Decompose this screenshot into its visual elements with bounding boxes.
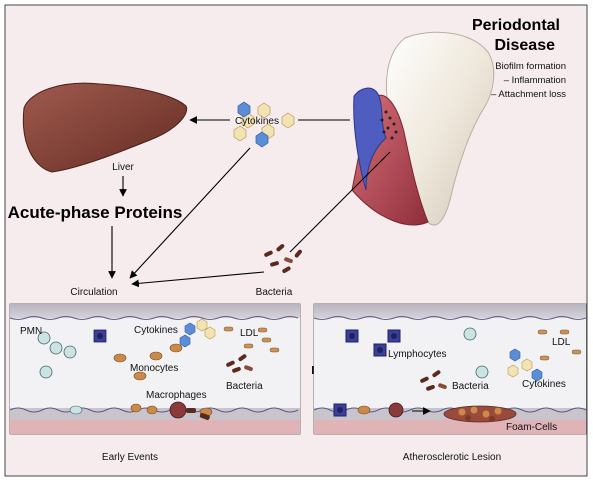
- bacteria-top-label: Bacteria: [256, 287, 293, 298]
- biofilm-icon: [380, 110, 398, 140]
- cytokine-hex: [237, 101, 251, 118]
- lesion-pmn-cell: [463, 327, 477, 341]
- lesion-caption: Atherosclerotic Lesion: [403, 452, 501, 463]
- early-vessel-lumen: [10, 318, 300, 408]
- lesion-ldl-label: LDL: [552, 337, 571, 348]
- title-line1: Periodontal: [472, 17, 560, 34]
- title-line2: Disease: [495, 37, 556, 54]
- cytokine-hex: [255, 131, 269, 148]
- early-events-panel: PMN Monocytes Cytokines LDL: [9, 303, 301, 435]
- lymphocytes-label: Lymphocytes: [388, 349, 447, 360]
- arrow-cytokines-to-circulation: [129, 147, 251, 279]
- macrophages-label: Macrophages: [146, 390, 207, 401]
- bone-icon: [353, 87, 387, 191]
- cytokines-cluster-top: Cytokines: [233, 101, 295, 148]
- foam-cells-label: Foam-Cells: [506, 422, 557, 433]
- bacterium: [282, 266, 291, 273]
- cytokines-top-label: Cytokines: [235, 116, 279, 127]
- lesion-vessel-intima: [314, 420, 586, 434]
- liver-icon: [22, 82, 188, 173]
- early-cytokines-hex: [179, 318, 216, 348]
- arrow-tooth-to-bacteria: [289, 151, 391, 253]
- pmn-label: PMN: [20, 326, 42, 337]
- monocyte-cells: [113, 343, 183, 381]
- lesion-panel: Lymphocytes LDL Cytokines Bacteria: [313, 303, 587, 435]
- lesion-bacteria-cluster: [420, 370, 447, 391]
- monocytes-label: Monocytes: [130, 363, 178, 374]
- lesion-cytokines-hex: [507, 348, 543, 382]
- tooth-illustration: [351, 31, 495, 226]
- lesion-pmn-cell: [475, 365, 489, 379]
- lymphocyte-nucleus: [97, 333, 103, 339]
- liver-label: Liver: [112, 162, 134, 173]
- lymphocyte-cells: [333, 329, 401, 417]
- early-bacteria-label: Bacteria: [226, 381, 263, 392]
- cytokine-hex: [233, 125, 247, 142]
- bacterium: [264, 250, 273, 257]
- lesion-vessel-wall-top: [314, 304, 586, 318]
- lesion-top-wave: [313, 316, 587, 320]
- early-cytokines-label: Cytokines: [134, 325, 178, 336]
- pmn-cells: [37, 331, 77, 379]
- early-vessel-intima: [10, 420, 300, 434]
- bacterium: [276, 244, 285, 252]
- bacteria-cluster-top: [264, 244, 302, 273]
- foam-cells-plaque: [443, 405, 517, 423]
- macrophage-cells: [69, 401, 213, 420]
- acute-phase-label: Acute-phase Proteins: [8, 203, 183, 222]
- lesion-macrophage: [388, 402, 404, 418]
- lesion-monocyte: [357, 405, 371, 415]
- early-vessel-wall-top: [10, 304, 300, 318]
- bacterium: [270, 261, 279, 267]
- feature-attachment-loss: – Attachment loss: [491, 89, 566, 100]
- feature-inflammation: – Inflammation: [504, 75, 566, 86]
- early-ldl-label: LDL: [240, 328, 259, 339]
- arrow-bacteria-to-circulation: [131, 271, 265, 288]
- early-events-caption: Early Events: [102, 452, 158, 463]
- early-top-wave: [9, 316, 299, 320]
- feature-biofilm: – Biofilm formation: [487, 61, 566, 72]
- lesion-cytokines-label: Cytokines: [522, 379, 566, 390]
- lesion-ldl-particles: [537, 329, 582, 361]
- circulation-label: Circulation: [70, 287, 117, 298]
- cytokine-hex: [281, 112, 295, 129]
- cytokine-hex: [257, 102, 271, 119]
- early-ldl-particles: [223, 326, 280, 353]
- early-vessel-endothelium: [10, 408, 300, 420]
- bacterium: [294, 249, 302, 258]
- early-bacteria-cluster: [226, 354, 253, 373]
- lesion-bacteria-label: Bacteria: [452, 381, 489, 392]
- bacterium: [284, 257, 293, 264]
